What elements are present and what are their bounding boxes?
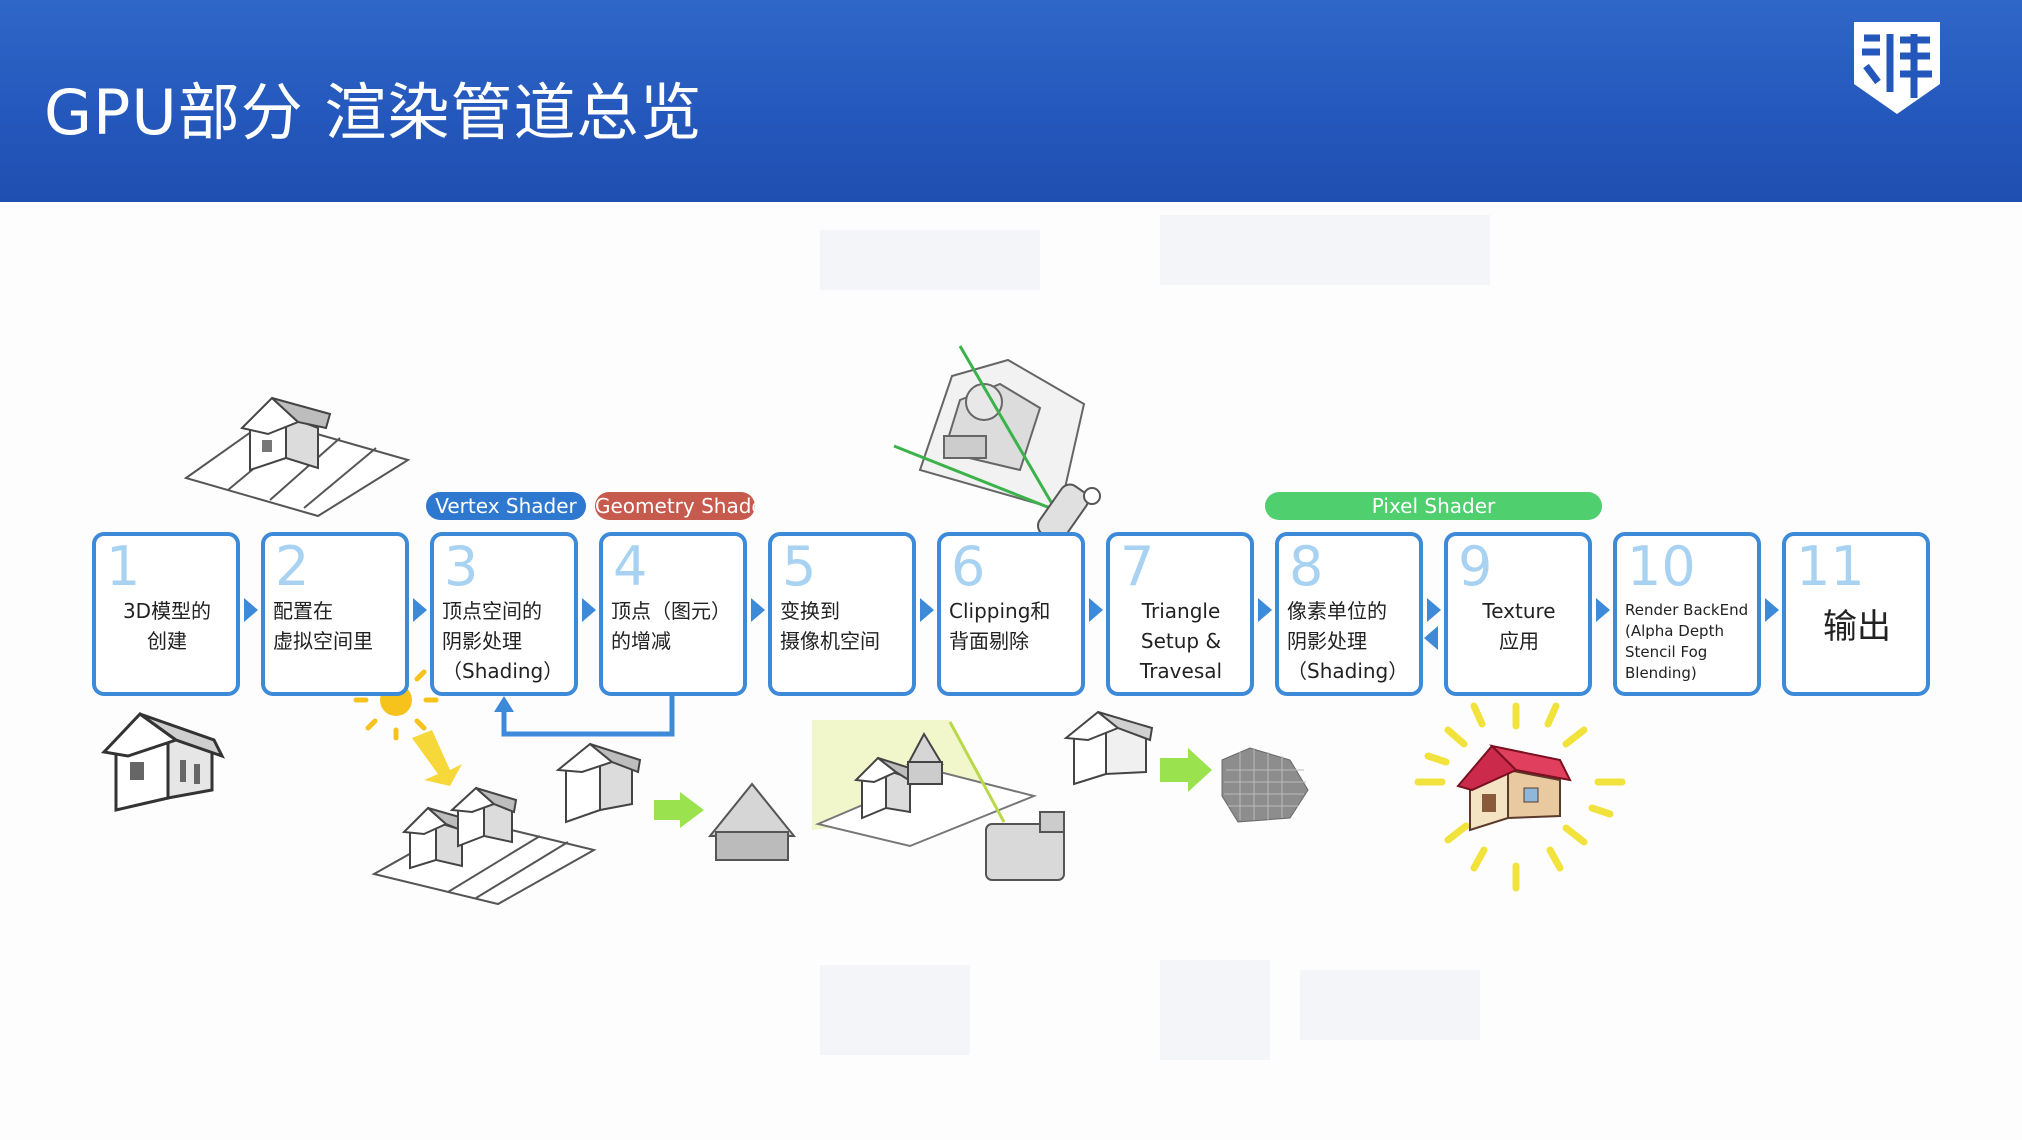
stage-label: Triangle Setup & Travesal [1139, 599, 1223, 683]
flow-arrow [1596, 598, 1610, 622]
stage-number: 10 [1627, 535, 1696, 598]
stage-box: 11 输出 [1782, 532, 1930, 696]
stage-number: 5 [782, 535, 817, 598]
house-to-pixel-grid-icon [1063, 710, 1309, 823]
slide-title: GPU部分 渲染管道总览 [44, 76, 703, 149]
stage-number: 3 [444, 535, 479, 598]
stage-number: 7 [1120, 535, 1155, 598]
title-bar: GPU部分 渲染管道总览 [0, 0, 2022, 202]
loop-arrow [494, 696, 675, 737]
stage-label: 配置在 虚拟空间里 [273, 599, 373, 653]
school-emblem-icon [1854, 22, 1940, 114]
flow-arrow [920, 598, 934, 622]
stage-label: 变换到 摄像机空间 [780, 599, 880, 653]
stage-number: 9 [1458, 535, 1493, 598]
background-shape [1300, 970, 1480, 1040]
flow-arrow [751, 598, 765, 622]
stage-label: 3D模型的 创建 [122, 599, 212, 653]
flow-arrow [413, 598, 427, 622]
flow-arrow [1765, 598, 1779, 622]
background-shape [1160, 960, 1270, 1060]
stage-number: 6 [951, 535, 986, 598]
stage-label: 顶点空间的 阴影处理 （Shading） [442, 599, 564, 683]
stage-label: 顶点（图元） 的增减 [611, 599, 731, 653]
stage-number: 11 [1796, 535, 1865, 598]
flow-arrow [582, 598, 596, 622]
stage-number: 1 [106, 535, 141, 598]
stage-label: Clipping和 背面剔除 [949, 599, 1051, 653]
stage-number: 8 [1289, 535, 1324, 598]
glowing-textured-house-icon [1414, 702, 1626, 892]
house-on-grid-icon [183, 396, 411, 518]
stage-label: 输出 [1823, 607, 1891, 647]
stage-number: 2 [275, 535, 310, 598]
flow-arrow [1089, 598, 1103, 622]
flow-arrow [244, 598, 258, 622]
shader-group-label: Vertex Shader [426, 492, 586, 520]
flow-arrow [1258, 598, 1272, 622]
stage-label: Texture 应用 [1482, 599, 1556, 653]
background-shape [820, 965, 970, 1055]
shader-group-label: Pixel Shader [1265, 492, 1602, 520]
stage-number: 4 [613, 535, 648, 598]
stage-label: Render BackEnd (Alpha Depth Stencil Fog … [1625, 601, 1749, 682]
background-shape [820, 230, 1040, 290]
flow-arrow [1427, 598, 1441, 622]
camera-frustum-icon [812, 720, 1065, 881]
background-shape [1160, 215, 1490, 285]
stage-label: 像素单位的 阴影处理 （Shading） [1287, 599, 1409, 683]
flow-arrow-back [1424, 626, 1438, 650]
shader-group-label: Geometry Shader [595, 492, 755, 520]
house-model-icon [100, 712, 225, 812]
houses-on-grid-icon [371, 786, 597, 906]
house-to-cone-icon [555, 742, 797, 861]
clipping-window-icon [893, 345, 1101, 543]
